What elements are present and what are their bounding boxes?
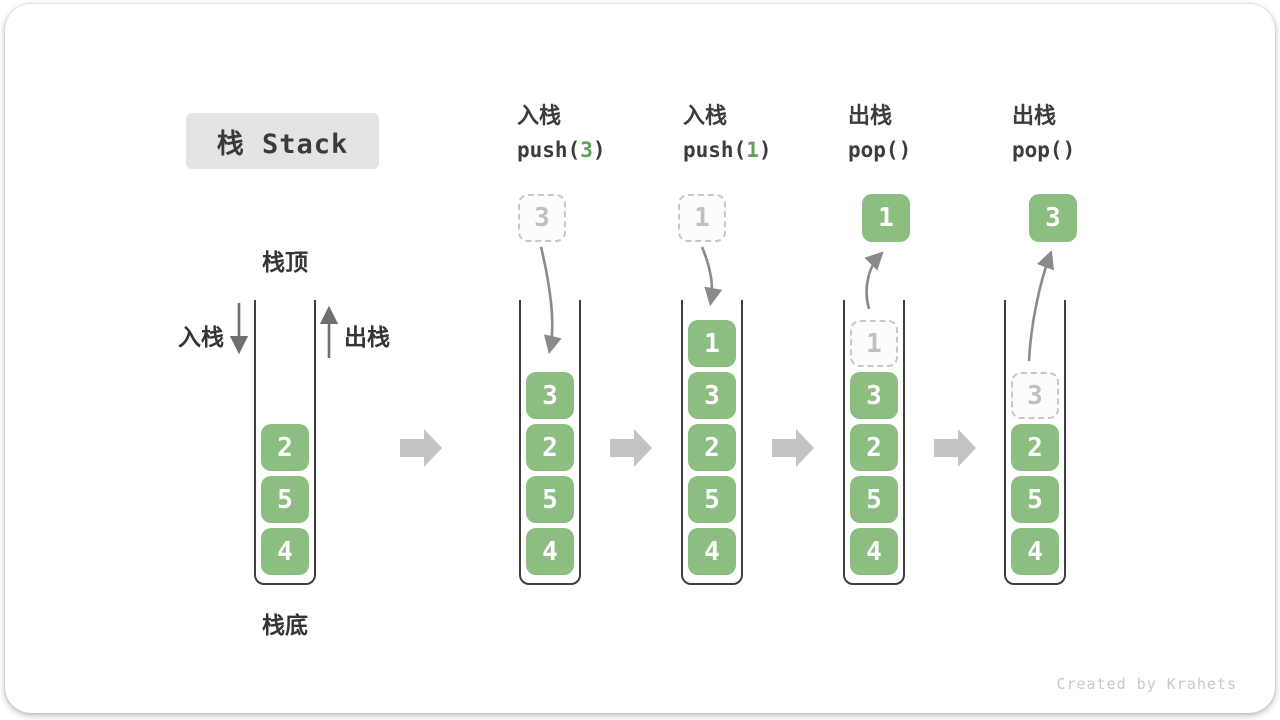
stack-cell-ghost: 3 [1011, 372, 1059, 419]
stack-cell: 2 [1011, 424, 1059, 471]
stack-cell: 3 [850, 372, 898, 419]
op-name: 出栈 [848, 103, 893, 128]
stack-cell: 4 [850, 528, 898, 575]
incoming-value-box-ghost: 3 [518, 194, 566, 242]
push-label: 入栈 [178, 324, 224, 350]
stack-bottom-label: 栈底 [262, 612, 308, 638]
popped-value-box: 3 [1029, 194, 1077, 242]
op-fn: push( [683, 138, 747, 162]
incoming-value-box-ghost: 1 [678, 194, 726, 242]
stack-cell: 4 [526, 528, 574, 575]
next-step-arrow-icon [934, 429, 976, 467]
op-fn: pop( [848, 138, 899, 162]
stack-top-label: 栈顶 [262, 249, 308, 275]
stack-cell: 3 [526, 372, 574, 419]
next-step-arrow-icon [772, 429, 814, 467]
stack-cell: 4 [261, 528, 309, 575]
op-close: ) [898, 138, 912, 162]
stack-cell: 5 [688, 476, 736, 523]
stack-cell: 5 [526, 476, 574, 523]
next-step-arrow-icon [400, 429, 442, 467]
op-close: ) [758, 138, 772, 162]
title-text: 栈 Stack [216, 128, 349, 160]
op-fn: push( [517, 138, 581, 162]
stack-cell: 2 [261, 424, 309, 471]
next-step-arrow-icon [610, 429, 652, 467]
op-code: pop() [848, 140, 1018, 161]
op-arg: 1 [746, 138, 759, 162]
op-fn: pop( [1012, 138, 1063, 162]
stack-cell-ghost: 1 [850, 320, 898, 367]
op-header-push-3: 入栈 push(3) [517, 105, 687, 161]
op-arg: 3 [580, 138, 593, 162]
op-close: ) [592, 138, 606, 162]
stack-cell: 3 [688, 372, 736, 419]
push-curve-arrow-icon [700, 246, 723, 307]
stack-cell: 2 [526, 424, 574, 471]
stack-cell: 4 [1011, 528, 1059, 575]
pop-label: 出栈 [344, 324, 390, 350]
op-name: 出栈 [1012, 103, 1057, 128]
stack-cell: 2 [850, 424, 898, 471]
op-name: 入栈 [683, 103, 728, 128]
stack-cell: 2 [688, 424, 736, 471]
op-close: ) [1062, 138, 1076, 162]
op-header-push-1: 入栈 push(1) [683, 105, 853, 161]
stack-cell: 5 [261, 476, 309, 523]
title-badge: 栈 Stack [186, 113, 379, 169]
op-header-pop-2: 出栈 pop() [1012, 105, 1182, 161]
stack-cell: 5 [850, 476, 898, 523]
watermark: Created by Krahets [1056, 675, 1237, 693]
op-code: push(3) [517, 140, 687, 161]
stack-cell: 5 [1011, 476, 1059, 523]
stack-cell: 4 [688, 528, 736, 575]
op-code: pop() [1012, 140, 1182, 161]
op-code: push(1) [683, 140, 853, 161]
stack-cell: 1 [688, 320, 736, 367]
popped-value-box: 1 [862, 194, 910, 242]
op-header-pop-1: 出栈 pop() [848, 105, 1018, 161]
op-name: 入栈 [517, 103, 562, 128]
